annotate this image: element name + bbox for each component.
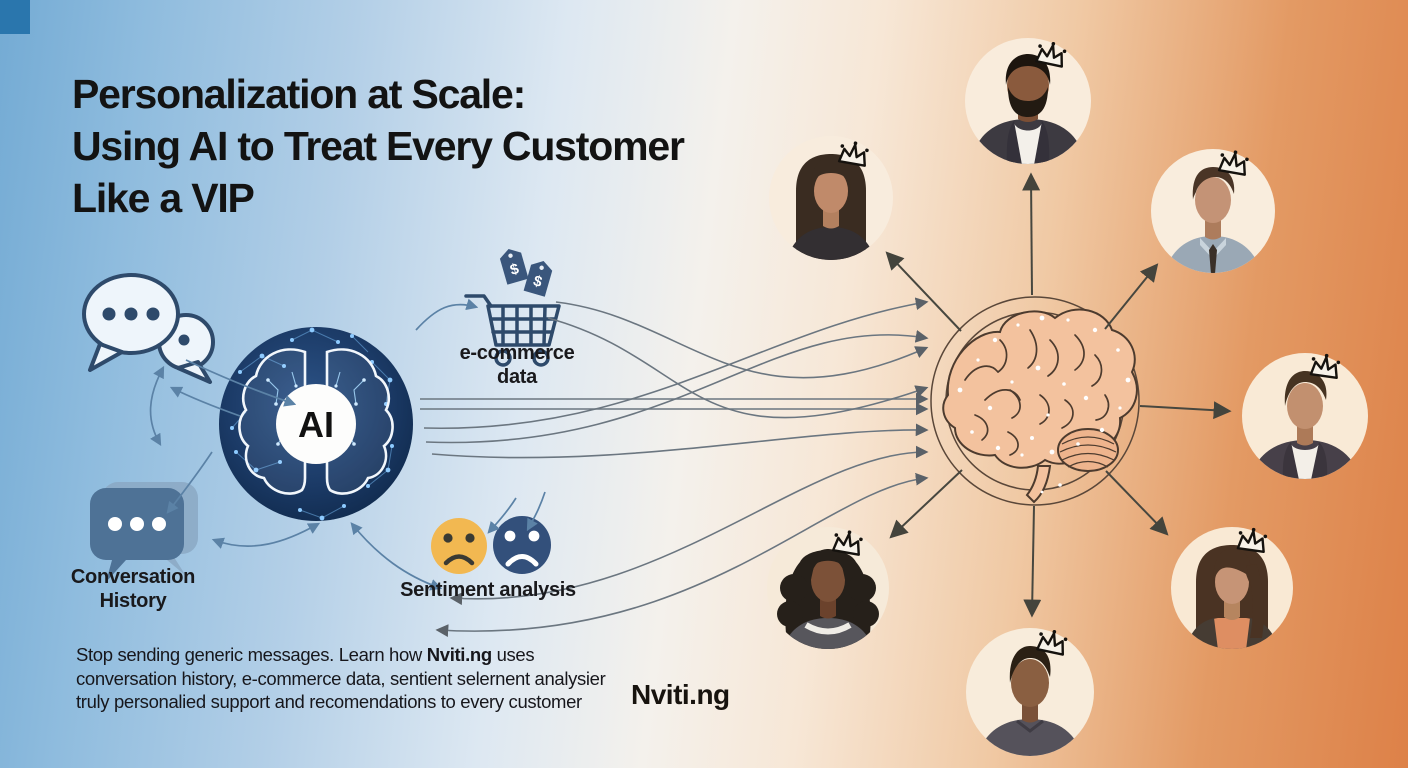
price-tag-icon: $	[523, 261, 553, 297]
conversation-history-label: Conversation History	[38, 565, 228, 613]
data-flow-arrows	[420, 297, 929, 638]
conversation-history-label-line1: Conversation	[70, 566, 196, 588]
ai-core-label: AI	[298, 404, 334, 445]
chat-bubbles-icon	[82, 273, 215, 384]
customer-avatar-bottom-right	[1171, 524, 1293, 649]
footer-line-2: conversation history, e-commerce data, s…	[76, 667, 606, 689]
sparkle-dots	[957, 315, 1131, 494]
footer-line-3: truly personalied support and recomendat…	[76, 691, 582, 712]
customer-avatar-right	[1242, 350, 1368, 479]
customer-avatar-top-right	[1151, 146, 1275, 273]
conversation-history-label-line2: History	[99, 590, 167, 612]
ecommerce-label-line1: e-commerce	[459, 342, 575, 364]
title-line-3: Like a VIP	[72, 175, 255, 221]
corner-artifact	[0, 0, 30, 34]
footer-line-1: Stop sending generic messages. Learn how…	[76, 643, 616, 667]
sad-face-yellow-icon	[431, 518, 487, 574]
ecommerce-label-line2: data	[497, 366, 537, 388]
radiating-arrows	[885, 172, 1232, 618]
customer-avatar-top-left	[769, 136, 893, 260]
customer-avatar-bottom-left	[767, 526, 889, 649]
price-tag-icon: $ $	[499, 248, 553, 297]
brand-logo-text: Nviti.ng	[631, 679, 730, 710]
title-line-1: Personalization at Scale:	[72, 71, 526, 117]
shopping-cart-icon	[464, 294, 561, 367]
ai-brain-circuit-icon: AI	[219, 327, 413, 521]
customer-avatar-bottom	[966, 625, 1094, 756]
brain-icon	[942, 308, 1138, 504]
title-line-2: Using AI to Treat Every Customer	[72, 123, 685, 169]
sentiment-analysis-label: Sentiment analysis	[400, 579, 576, 601]
sad-face-navy-icon	[493, 516, 551, 574]
page-title: Personalization at Scale: Using AI to Tr…	[72, 68, 685, 224]
footer-line-1-prefix: Stop sending generic messages. Learn how	[76, 644, 427, 665]
footer-text: Stop sending generic messages. Learn how…	[76, 643, 616, 714]
ecommerce-data-label: e-commerce data	[428, 341, 606, 389]
footer-line-1-suffix: uses	[491, 644, 535, 665]
footer-brand-mention: Nviti.ng	[426, 644, 492, 665]
customer-avatar-top	[965, 37, 1091, 164]
